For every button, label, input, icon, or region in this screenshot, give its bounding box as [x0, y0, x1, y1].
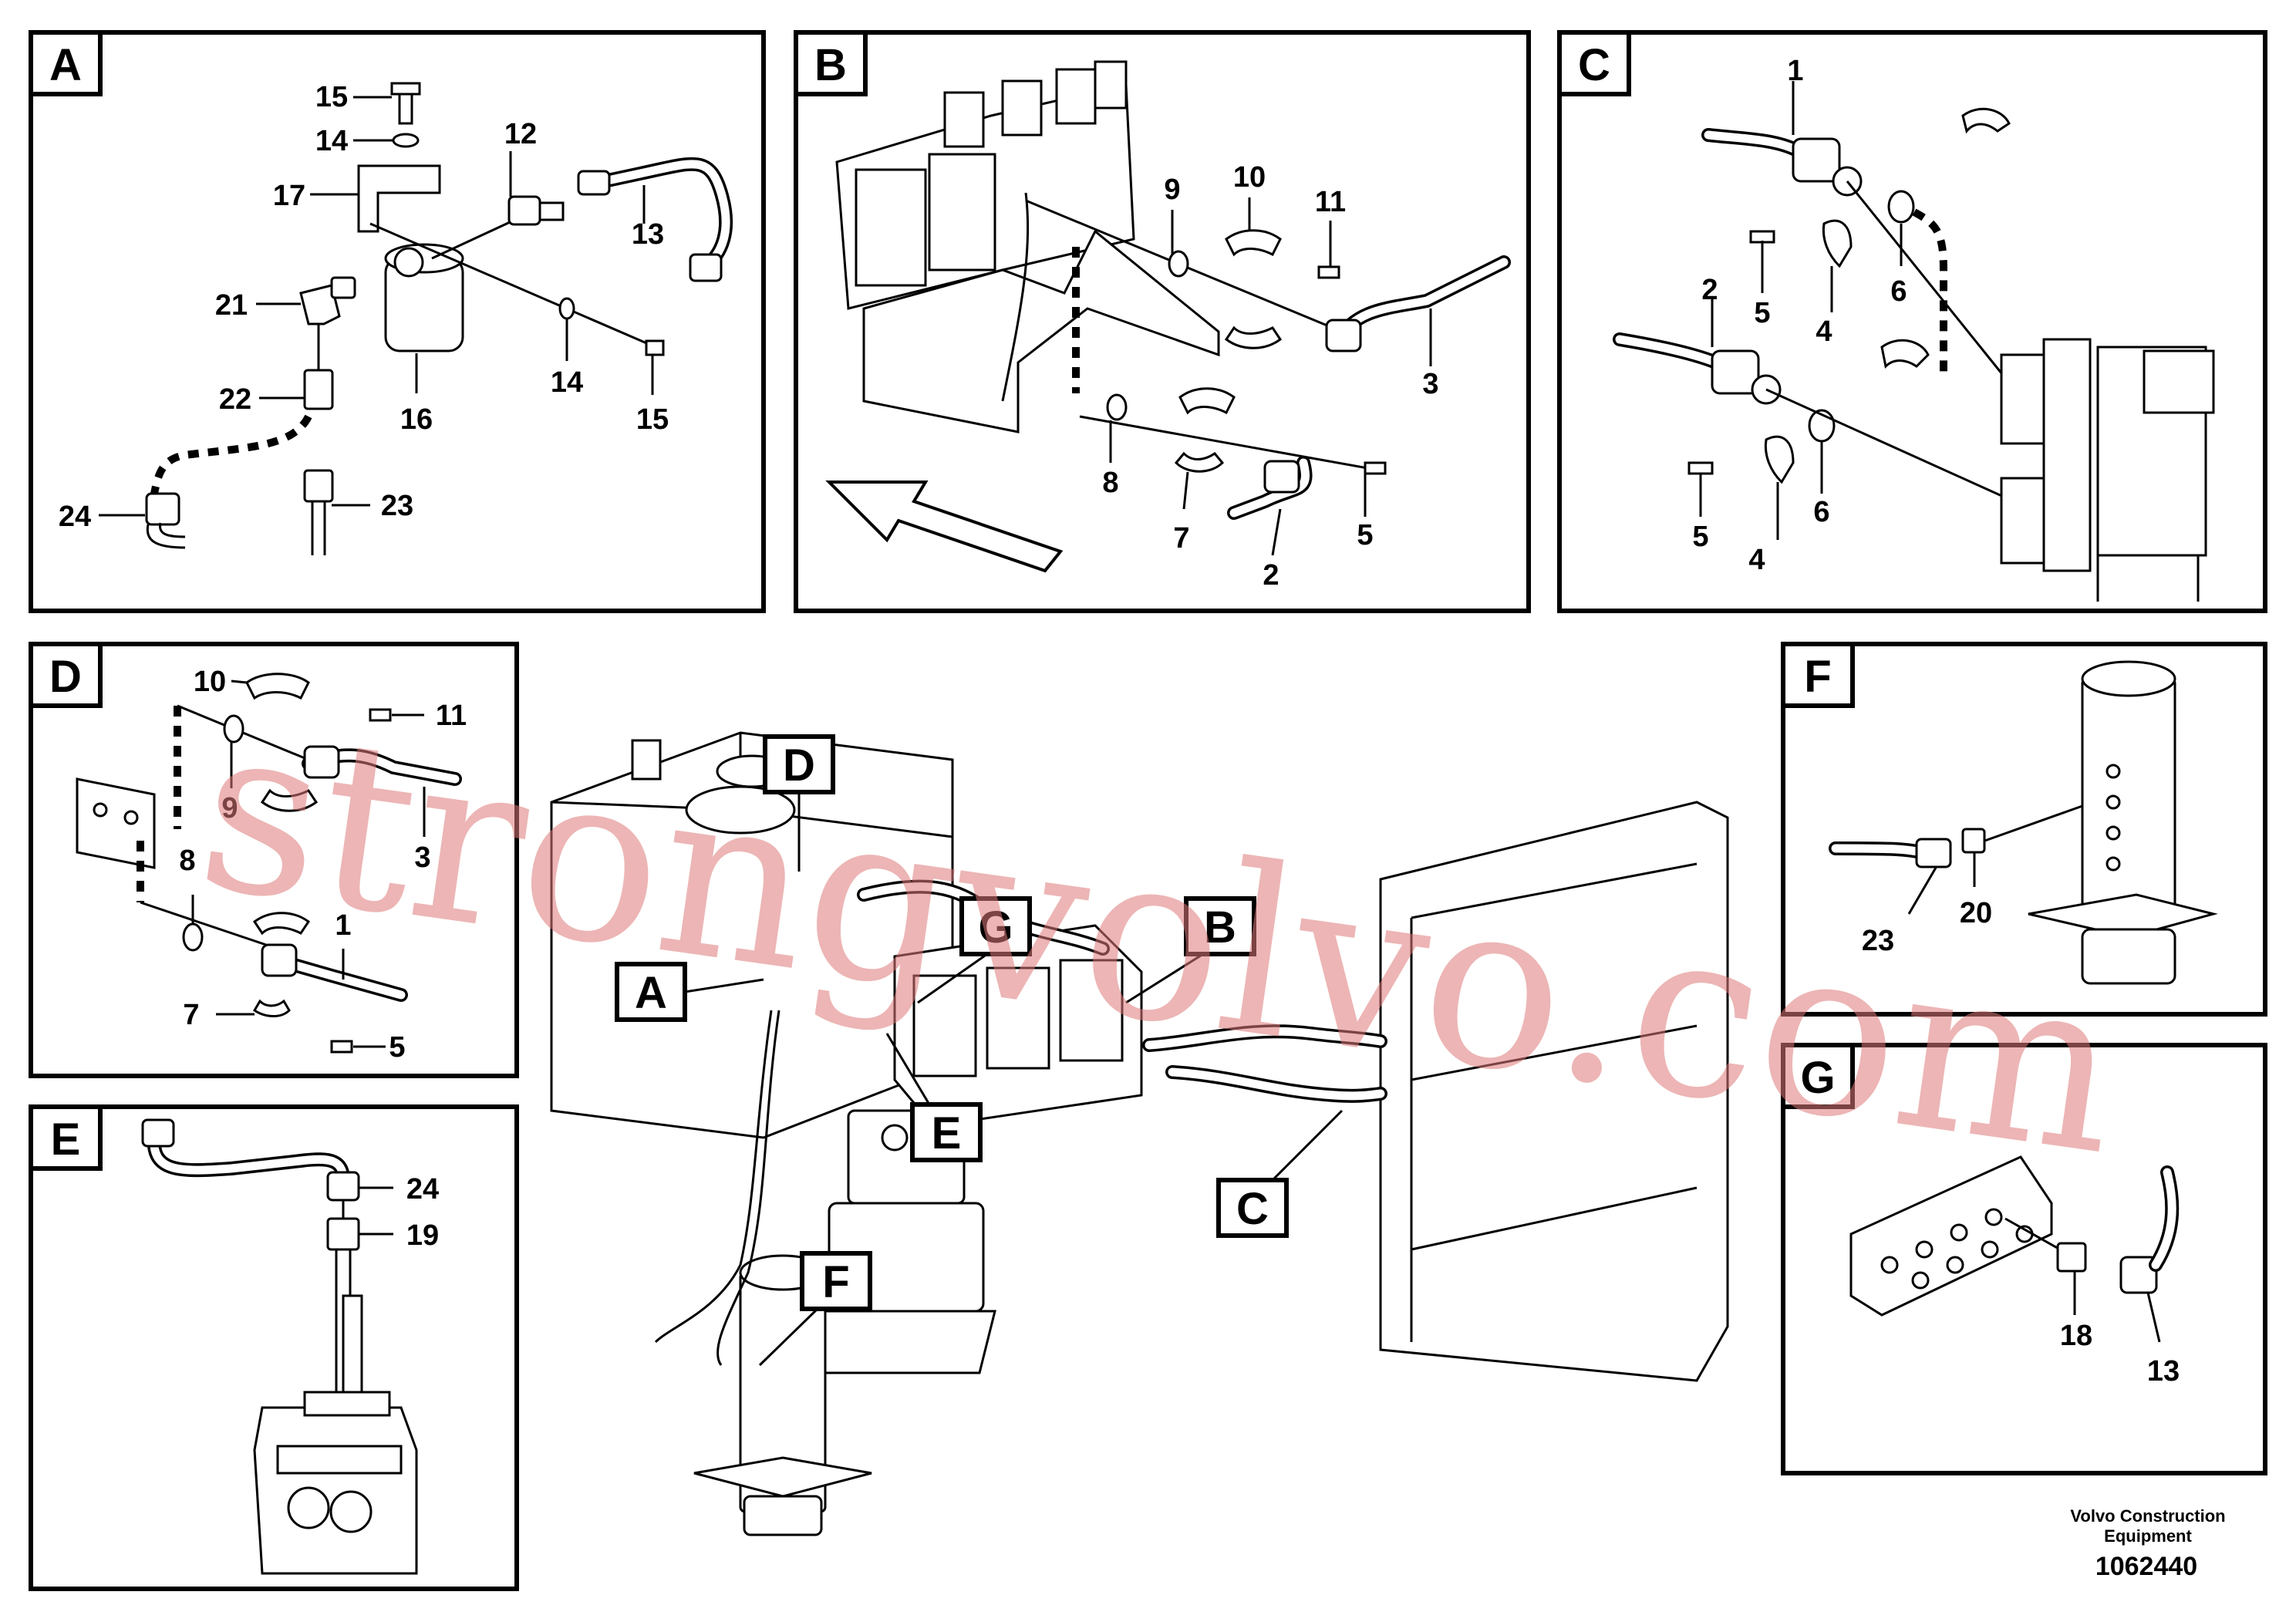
overview-tag-f: F	[822, 1257, 849, 1307]
callout-d-3: 3	[414, 841, 430, 874]
callout-a-14-top: 14	[315, 125, 348, 157]
callout-d-9: 9	[221, 792, 238, 824]
overview-tag-c: C	[1236, 1184, 1269, 1234]
callout-a-22: 22	[219, 383, 251, 416]
callout-e-19: 19	[406, 1219, 439, 1252]
overview-tag-e: E	[932, 1108, 962, 1158]
callout-b-8: 8	[1102, 467, 1118, 499]
panel-g: G 18 13	[1781, 1043, 2267, 1475]
callout-a-12: 12	[504, 118, 537, 150]
callout-b-7: 7	[1173, 522, 1189, 555]
callout-c-4-top: 4	[1816, 315, 1832, 348]
callout-c-1: 1	[1787, 55, 1803, 87]
panel-g-tag: G	[1800, 1053, 1835, 1103]
overview-tag-a: A	[635, 968, 667, 1018]
callout-d-10: 10	[194, 666, 226, 698]
callout-f-20: 20	[1960, 897, 1992, 929]
callout-c-5-top: 5	[1754, 297, 1770, 329]
callout-d-7: 7	[183, 999, 199, 1031]
panel-a: A	[29, 30, 766, 613]
callout-a-14-right: 14	[551, 366, 583, 399]
callout-g-13: 13	[2147, 1355, 2180, 1388]
callout-a-17: 17	[273, 180, 305, 212]
overview-tag-b: B	[1204, 902, 1236, 953]
callout-d-1: 1	[335, 909, 351, 942]
footer: Volvo Construction Equipment 1062440	[2070, 1506, 2225, 1581]
footer-company-line2: Equipment	[2104, 1526, 2192, 1546]
panel-f: F 23 20	[1781, 642, 2267, 1017]
callout-a-13: 13	[632, 218, 664, 251]
overview-tag-g: G	[978, 902, 1013, 953]
callout-a-24: 24	[59, 501, 91, 533]
panel-d-tag: D	[49, 652, 82, 702]
callout-c-4-bottom: 4	[1748, 544, 1765, 576]
callout-a-15-right: 15	[636, 403, 669, 436]
callout-e-24: 24	[406, 1173, 439, 1206]
machine-overview: D G B A E C F	[550, 731, 1729, 1536]
callout-b-2: 2	[1263, 559, 1279, 592]
panel-c: C	[1557, 30, 2267, 613]
panel-b: B	[794, 30, 1531, 613]
panel-d: D	[29, 642, 519, 1078]
callout-b-5: 5	[1357, 519, 1373, 551]
panel-f-tag: F	[1804, 652, 1831, 702]
callout-f-23: 23	[1862, 925, 1894, 957]
callout-c-6-top: 6	[1890, 275, 1907, 308]
footer-company-line1: Volvo Construction	[2070, 1506, 2225, 1526]
overview-tag-d: D	[783, 740, 815, 791]
callout-g-18: 18	[2060, 1320, 2092, 1352]
callout-b-9: 9	[1164, 174, 1180, 206]
panel-a-tag: A	[49, 40, 82, 90]
callout-a-16: 16	[400, 403, 433, 436]
callout-a-15-top: 15	[315, 81, 348, 113]
callout-a-21: 21	[215, 289, 248, 322]
callout-b-3: 3	[1422, 368, 1438, 400]
callout-c-5-bottom: 5	[1692, 521, 1708, 553]
panel-c-tag: C	[1578, 40, 1610, 90]
callout-b-10: 10	[1233, 161, 1266, 194]
callout-d-5: 5	[389, 1031, 405, 1064]
callout-c-6-bottom: 6	[1813, 496, 1829, 528]
panel-e: E 24 19	[29, 1104, 519, 1591]
callout-d-8: 8	[179, 845, 195, 877]
callout-c-2: 2	[1701, 274, 1718, 306]
callout-b-11: 11	[1315, 186, 1346, 218]
footer-drawing-number: 1062440	[2095, 1552, 2197, 1581]
callout-d-11: 11	[436, 700, 467, 732]
panel-e-tag: E	[51, 1114, 81, 1165]
callout-a-23: 23	[381, 490, 413, 522]
panel-b-tag: B	[814, 40, 847, 90]
